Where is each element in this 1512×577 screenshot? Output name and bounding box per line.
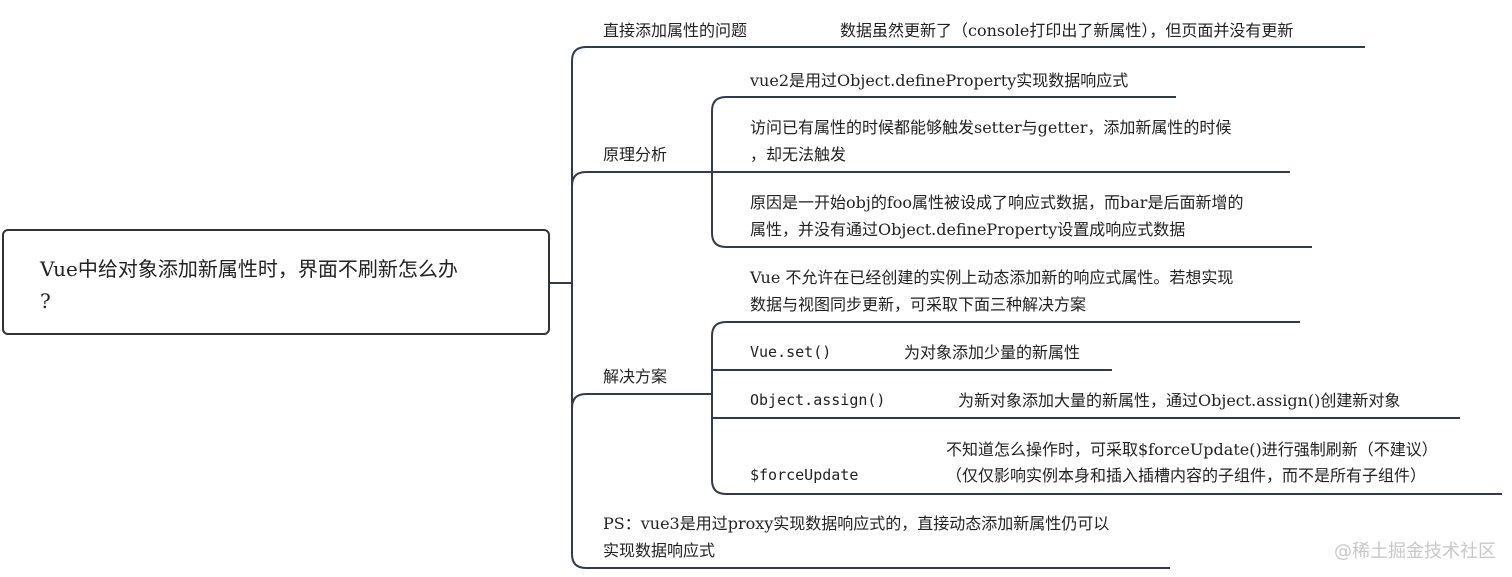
method-vue-set-desc[interactable]: 为对象添加少量的新属性 <box>904 343 1081 362</box>
branch-direct-issue-label[interactable]: 直接添加属性的问题 <box>603 21 748 40</box>
method-force-update-name[interactable]: $forceUpdate <box>750 466 859 484</box>
branch-solution-label[interactable]: 解决方案 <box>603 367 668 386</box>
solution-intro-line1[interactable]: Vue 不允许在已经创建的实例上动态添加新的响应式属性。若想实现 <box>750 268 1234 287</box>
watermark: @稀土掘金技术社区 <box>1334 541 1496 562</box>
branch-principle-label[interactable]: 原理分析 <box>603 145 668 164</box>
method-vue-set-name[interactable]: Vue.set() <box>750 343 832 361</box>
principle-item-2-line2[interactable]: ，却无法触发 <box>750 145 847 164</box>
subtrunk-solution <box>711 321 727 495</box>
principle-item-3-line2[interactable]: 属性，并没有通过Object.defineProperty设置成响应式数据 <box>750 220 1186 239</box>
root-title: Vue中给对象添加新属性时，界面不刷新怎么办 ? <box>40 257 458 313</box>
branch-direct-issue-detail[interactable]: 数据虽然更新了（console打印出了新属性），但页面并没有更新 <box>840 21 1294 40</box>
branch-ps-line2[interactable]: 实现数据响应式 <box>603 541 716 560</box>
method-object-assign-desc[interactable]: 为新对象添加大量的新属性，通过Object.assign()创建新对象 <box>958 391 1401 410</box>
connector-principle <box>571 171 712 187</box>
branch-ps-line1[interactable]: PS：vue3是用过proxy实现数据响应式的，直接动态添加新属性仍可以 <box>603 514 1110 533</box>
principle-item-2-line1[interactable]: 访问已有属性的时候都能够触发setter与getter，添加新属性的时候 <box>750 118 1232 137</box>
connector-solution <box>571 393 712 409</box>
method-force-update-desc-line2[interactable]: （仅仅影响实例本身和插入插槽内容的子组件，而不是所有子组件） <box>946 466 1427 485</box>
connector-trunk <box>571 46 587 569</box>
principle-item-3-line1[interactable]: 原因是一开始obj的foo属性被设成了响应式数据，而bar是后面新增的 <box>750 193 1244 212</box>
method-object-assign-name[interactable]: Object.assign() <box>750 391 886 409</box>
solution-intro-line2[interactable]: 数据与视图同步更新，可采取下面三种解决方案 <box>750 295 1087 314</box>
root-node[interactable]: Vue中给对象添加新属性时，界面不刷新怎么办 ? <box>2 229 550 335</box>
method-force-update-desc-line1[interactable]: 不知道怎么操作时，可采取$forceUpdate()进行强制刷新（不建议） <box>946 440 1438 459</box>
principle-item-1[interactable]: vue2是用过Object.defineProperty实现数据响应式 <box>750 71 1129 90</box>
